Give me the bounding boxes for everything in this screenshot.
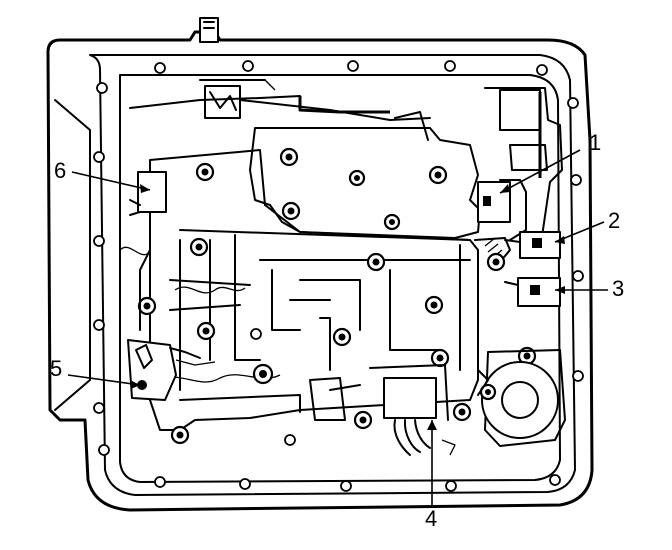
callout-5: 5 bbox=[50, 356, 62, 381]
callout-3: 3 bbox=[612, 276, 624, 301]
callout-2: 2 bbox=[608, 208, 620, 233]
callout-1: 1 bbox=[589, 130, 601, 155]
connector-5 bbox=[127, 339, 216, 401]
upper-valve-body bbox=[249, 111, 481, 239]
leader-lines bbox=[67, 149, 608, 505]
callout-4: 4 bbox=[425, 506, 437, 531]
flange-bolt-holes bbox=[93, 60, 584, 492]
top-connector bbox=[129, 17, 431, 121]
right-housing bbox=[484, 87, 563, 251]
callout-6: 6 bbox=[54, 158, 66, 183]
pan-flange bbox=[46, 30, 594, 512]
connector-4 bbox=[369, 364, 456, 456]
solenoid-2 bbox=[504, 231, 561, 259]
round-servo bbox=[477, 349, 566, 447]
solenoid-3 bbox=[504, 277, 561, 307]
